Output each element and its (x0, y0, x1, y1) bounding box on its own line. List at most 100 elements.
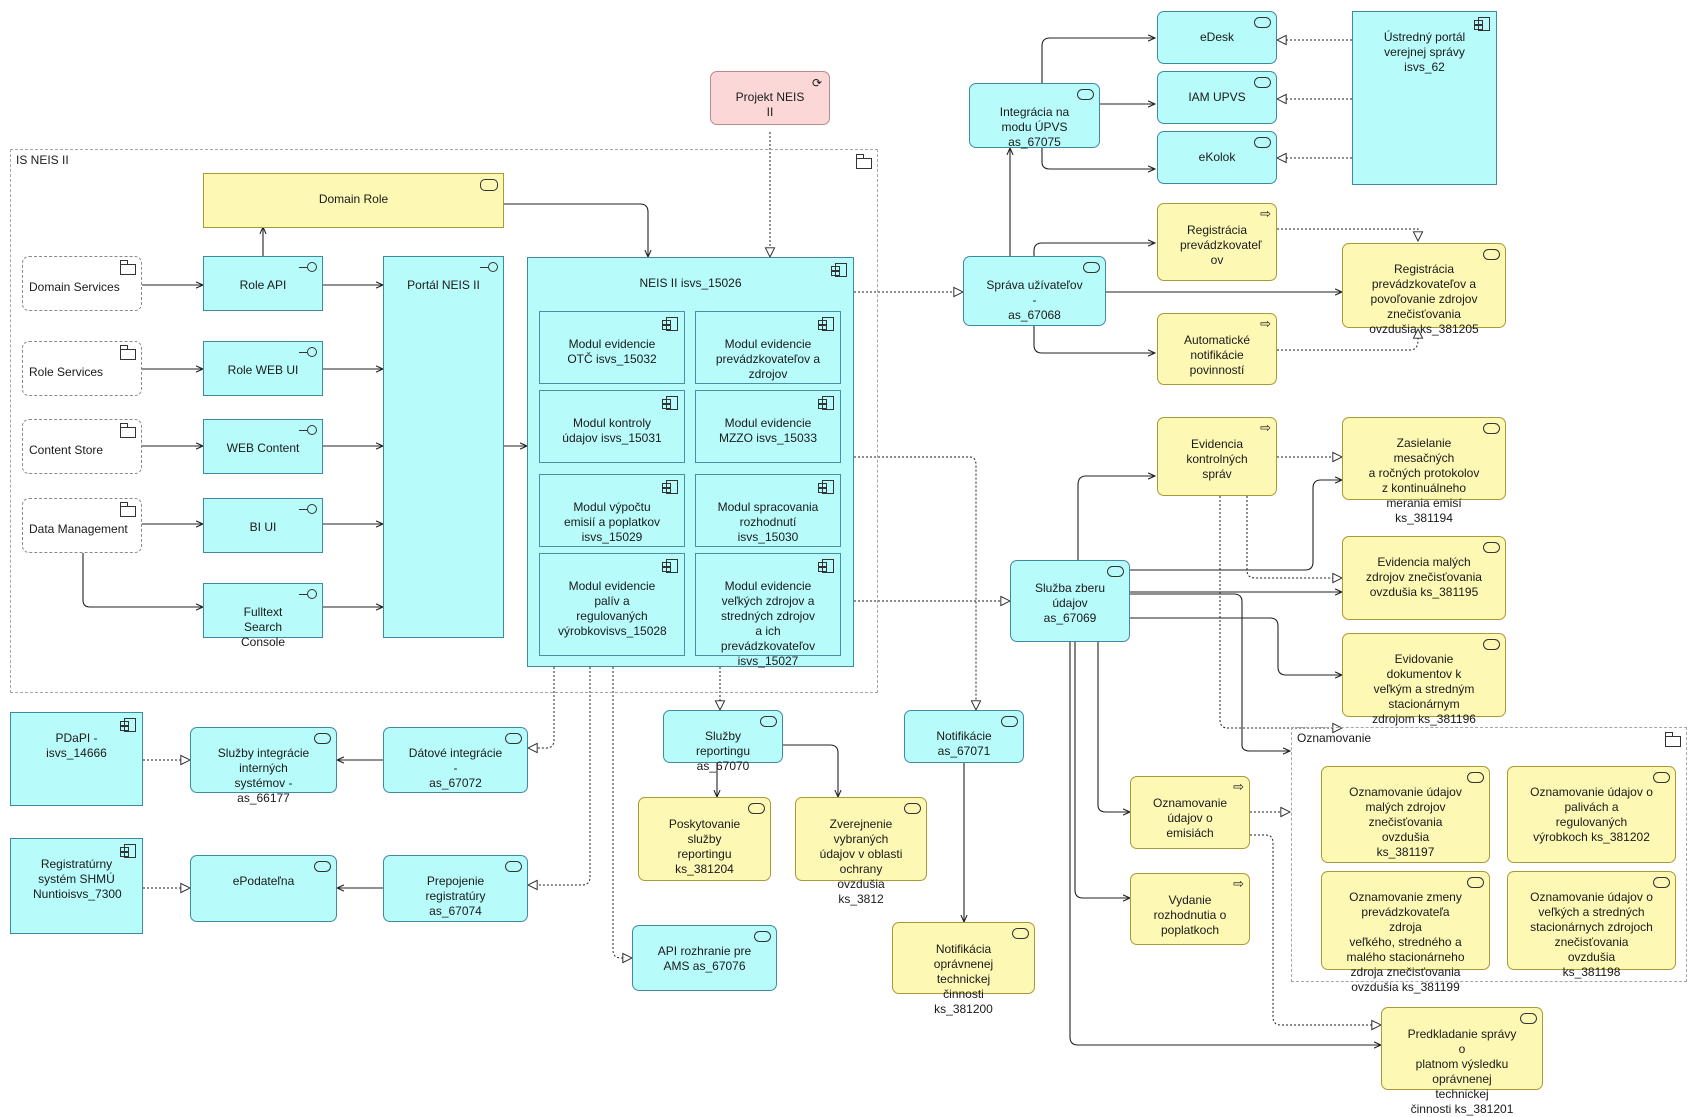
node-oznamovanie-zmeny[interactable]: Oznamovanie zmeny prevádzkovateľa zdroja… (1321, 871, 1490, 994)
node-label: Zasielanie mesačných a ročných protokolo… (1368, 436, 1480, 525)
node-domain-services[interactable]: Domain Services (22, 256, 142, 311)
node-domain-role[interactable]: Domain Role (203, 173, 504, 228)
node-sluzby-reportingu[interactable]: Služby reportingu as_67070 (663, 710, 783, 773)
node-registraturny-system[interactable]: Registratúrny systém SHMÚ Nuntioisvs_730… (10, 838, 143, 934)
node-integracia-upvs[interactable]: Integrácia na modu ÚPVS as_67075 (969, 83, 1100, 149)
node-poskytovanie-sluzby[interactable]: Poskytovanie služby reportingu ks_381204 (638, 797, 771, 881)
node-modul-rozhodnuti[interactable]: Modul spracovania rozhodnutí isvs_15030 (695, 474, 841, 547)
folder-icon (120, 345, 136, 360)
node-iam-upvs[interactable]: IAM UPVS (1157, 71, 1277, 124)
node-modul-otc[interactable]: Modul evidencie OTČ isvs_15032 (539, 311, 685, 384)
node-oznamovanie-malych[interactable]: Oznamovanie údajov malých zdrojov znečis… (1321, 766, 1490, 863)
folder-icon (856, 154, 872, 169)
node-label: Oznamovanie údajov o veľkých a stredných… (1530, 890, 1653, 979)
service-icon (1467, 772, 1484, 783)
node-web-content[interactable]: WEB Content (203, 419, 323, 474)
node-label: Registratúrny systém SHMÚ Nuntioisvs_730… (33, 857, 122, 901)
node-label: eKolok (1198, 150, 1236, 164)
service-icon (1254, 137, 1271, 148)
node-label: IAM UPVS (1188, 90, 1246, 104)
node-label: Projekt NEIS II (735, 90, 805, 119)
group-oznamovanie: Oznamovanie (1291, 727, 1687, 982)
node-zverejnenie-udajov[interactable]: Zverejnenie vybraných údajov v oblasti o… (795, 797, 927, 906)
node-pdapi[interactable]: PDaPI - isvs_14666 (10, 712, 143, 806)
node-modul-prevadzkovatelov[interactable]: Modul evidencie prevádzkovateľov a zdroj… (695, 311, 841, 384)
process-icon (1257, 319, 1271, 329)
node-ustredny-portal[interactable]: Ústredný portál verejnej správy isvs_62 (1352, 11, 1497, 185)
node-epodatelna[interactable]: ePodateľna (190, 855, 337, 922)
interface-icon (480, 262, 498, 272)
node-label: Role API (239, 278, 287, 292)
node-label: Integrácia na modu ÚPVS as_67075 (999, 105, 1070, 149)
node-portal-neis[interactable]: Portál NEIS II (383, 256, 504, 638)
node-role-services[interactable]: Role Services (22, 341, 142, 396)
node-oznamovanie-emisiach[interactable]: Oznamovanie údajov o emisiách (1130, 776, 1250, 849)
node-modul-mzzo[interactable]: Modul evidencie MZZO isvs_15033 (695, 390, 841, 463)
service-icon (1077, 89, 1094, 100)
interface-icon (299, 262, 317, 272)
node-zasielanie-protokolov[interactable]: Zasielanie mesačných a ročných protokolo… (1342, 417, 1506, 525)
node-vydanie-rozhodnutia[interactable]: Vydanie rozhodnutia o poplatkoch (1130, 873, 1250, 945)
node-label: Dátové integrácie - as_67072 (408, 746, 503, 790)
node-datove-integracie[interactable]: Dátové integrácie - as_67072 (383, 727, 528, 793)
interface-icon (299, 425, 317, 435)
node-label: Vydanie rozhodnutia o poplatkoch (1153, 893, 1227, 937)
node-modul-vypoctu[interactable]: Modul výpočtu emisií a poplatkov isvs_15… (539, 474, 685, 547)
node-sprava-uzivatelov[interactable]: Správa užívateľov - as_67068 (963, 256, 1106, 326)
node-label: Automatické notifikácie povinností (1183, 333, 1251, 377)
node-role-api[interactable]: Role API (203, 256, 323, 311)
component-icon (662, 396, 678, 410)
node-automaticke-notifikacie[interactable]: Automatické notifikácie povinností (1157, 313, 1277, 385)
folder-icon (1665, 732, 1681, 747)
node-bi-ui[interactable]: BI UI (203, 498, 323, 553)
node-label: Modul evidencie palív a regulovaných výr… (558, 579, 667, 638)
node-edesk[interactable]: eDesk (1157, 11, 1277, 64)
node-evidencia-kontrolnych[interactable]: Evidencia kontrolných správ (1157, 417, 1277, 496)
service-icon (1001, 716, 1018, 727)
node-data-management[interactable]: Data Management (22, 498, 142, 553)
service-icon (760, 716, 777, 727)
node-modul-kontroly[interactable]: Modul kontroly údajov isvs_15031 (539, 390, 685, 463)
service-icon (1107, 566, 1124, 577)
service-icon (1483, 542, 1500, 553)
node-label: Ústredný portál verejnej správy isvs_62 (1383, 30, 1466, 74)
node-label: Služba zberu údajov as_67069 (1034, 581, 1106, 625)
service-icon (1483, 639, 1500, 650)
node-sluzba-zberu[interactable]: Služba zberu údajov as_67069 (1010, 560, 1130, 642)
node-label: WEB Content (226, 441, 300, 455)
node-label: Role Services (29, 365, 104, 379)
node-label: Správa užívateľov - as_67068 (986, 278, 1083, 322)
folder-icon (120, 260, 136, 275)
node-label: Oznamovanie údajov o palivách a regulova… (1530, 785, 1653, 844)
group-is-neis-label: IS NEIS II (16, 153, 69, 167)
node-modul-paliv[interactable]: Modul evidencie palív a regulovaných výr… (539, 553, 685, 656)
node-predkladanie-spravy[interactable]: Predkladanie správy o platnom výsledku o… (1381, 1007, 1543, 1116)
node-modul-velkych[interactable]: Modul evidencie veľkých zdrojov a stredn… (695, 553, 841, 668)
node-role-web-ui[interactable]: Role WEB UI (203, 341, 323, 396)
node-oznamovanie-palivach[interactable]: Oznamovanie údajov o palivách a regulova… (1507, 766, 1676, 863)
node-registracia-povol[interactable]: Registrácia prevádzkovateľov a povoľovan… (1342, 243, 1506, 336)
node-evidencia-malych[interactable]: Evidencia malých zdrojov znečisťovania o… (1342, 536, 1506, 620)
node-ekolok[interactable]: eKolok (1157, 131, 1277, 184)
node-fulltext-search[interactable]: Fulltext Search Console (203, 583, 323, 649)
node-registracia-prev[interactable]: Registrácia prevádzkovateľ ov (1157, 203, 1277, 281)
service-icon (1254, 17, 1271, 28)
component-icon (662, 480, 678, 494)
service-icon (904, 803, 921, 814)
node-label: BI UI (249, 520, 277, 534)
node-notifikacia-opravnenej[interactable]: Notifikácia oprávnenej technickej činnos… (892, 922, 1035, 1016)
node-notifikacie[interactable]: Notifikácie as_67071 (904, 710, 1024, 763)
node-evidovanie-dokumentov[interactable]: Evidovanie dokumentov k veľkým a stredný… (1342, 633, 1506, 726)
node-prepojenie-registratury[interactable]: Prepojenie registratúry as_67074 (383, 855, 528, 922)
node-sluzby-integracie[interactable]: Služby integrácie interných systémov - a… (190, 727, 337, 805)
node-label: Služby reportingu as_67070 (695, 729, 751, 773)
node-oznamovanie-velkych[interactable]: Oznamovanie údajov o veľkých a stredných… (1507, 871, 1676, 979)
node-projekt-neis[interactable]: Projekt NEIS II (710, 71, 830, 125)
service-icon (1653, 877, 1670, 888)
node-label: Oznamovanie údajov o emisiách (1153, 796, 1228, 840)
node-label: Zverejnenie vybraných údajov v oblasti o… (819, 817, 903, 906)
node-label: ePodateľna (232, 874, 295, 888)
node-api-ams[interactable]: API rozhranie pre AMS as_67076 (632, 925, 777, 991)
node-content-store[interactable]: Content Store (22, 419, 142, 474)
